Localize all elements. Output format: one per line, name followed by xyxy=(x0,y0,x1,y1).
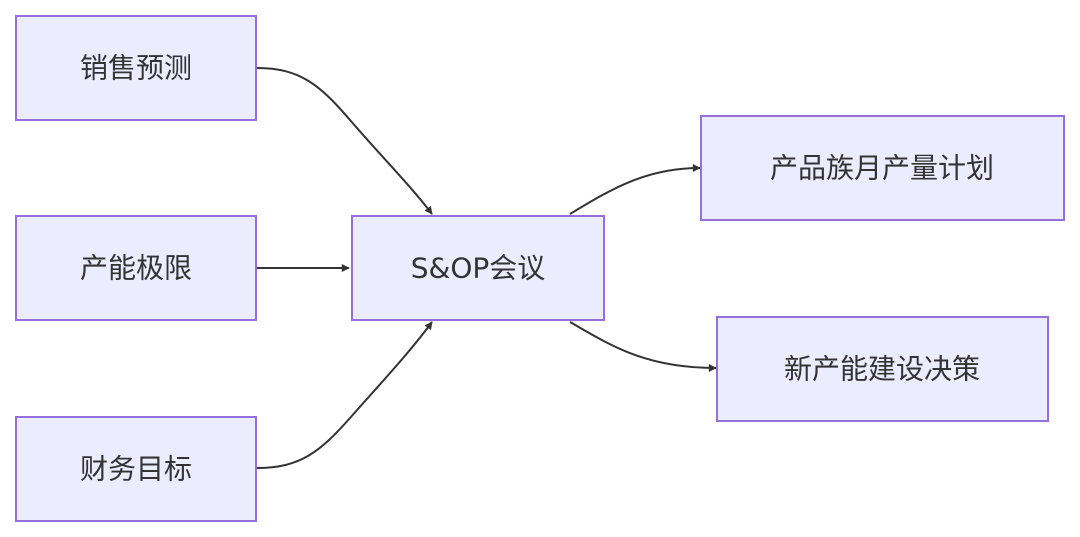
node-monthly-production-plan: 产品族月产量计划 xyxy=(700,115,1065,221)
edge-sop-to-monthly-plan xyxy=(569,164,701,215)
node-label: 产品族月产量计划 xyxy=(770,152,994,185)
node-new-capacity-decision: 新产能建设决策 xyxy=(716,316,1049,422)
edge-financial-target-to-sop xyxy=(256,321,433,469)
node-sop-meeting: S&OP会议 xyxy=(351,215,605,321)
edge-sop-to-new-capacity xyxy=(569,321,717,372)
node-financial-target: 财务目标 xyxy=(15,416,257,522)
node-label: 销售预测 xyxy=(80,52,192,85)
node-capacity-limit: 产能极限 xyxy=(15,215,257,321)
node-label: 产能极限 xyxy=(80,252,192,285)
node-label: 新产能建设决策 xyxy=(784,353,980,386)
node-label: 财务目标 xyxy=(80,453,192,486)
edge-sales-forecast-to-sop xyxy=(256,67,433,215)
node-sales-forecast: 销售预测 xyxy=(15,15,257,121)
node-label: S&OP会议 xyxy=(411,252,546,285)
